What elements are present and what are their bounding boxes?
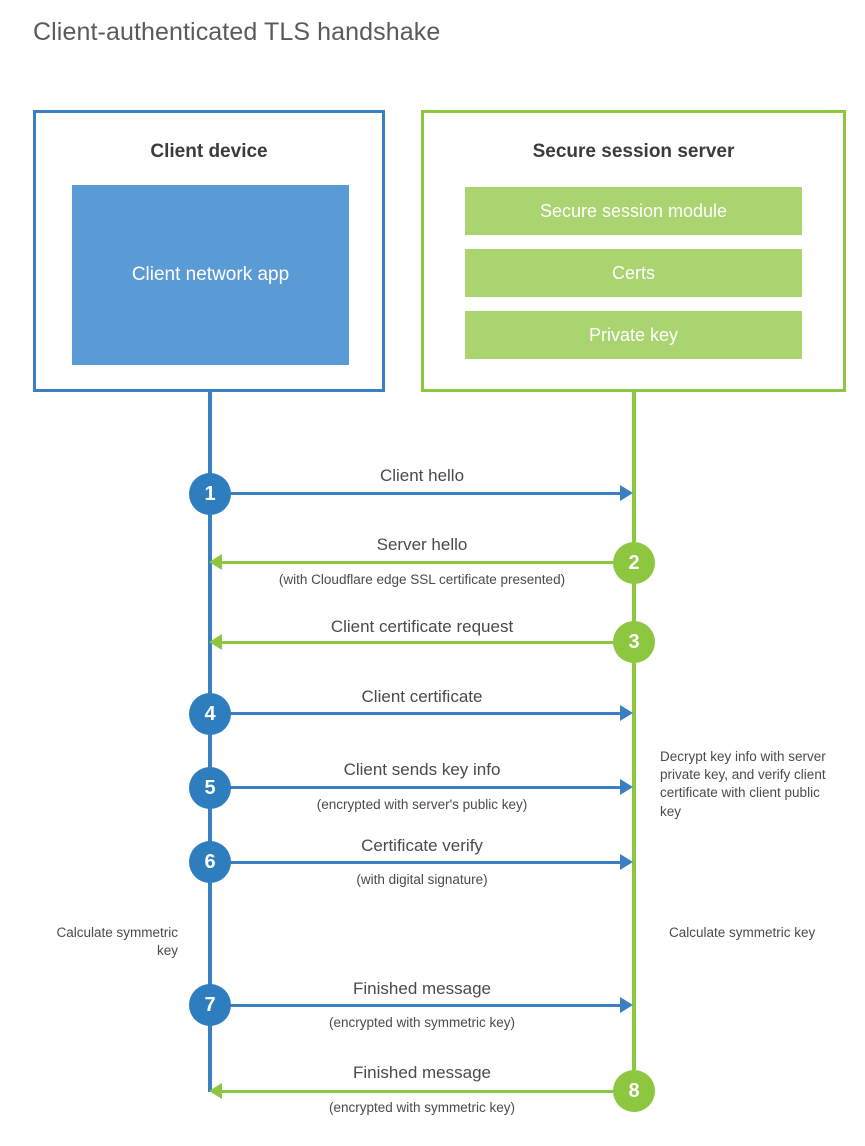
step-7-arrow-head xyxy=(620,997,633,1013)
step-5-arrow-head xyxy=(620,779,633,795)
server-decrypt-note: Decrypt key info with server private key… xyxy=(660,749,826,819)
step-3-label: Client certificate request xyxy=(330,617,514,636)
step-3-number-badge: 3 xyxy=(613,621,655,663)
step-5-arrow-line xyxy=(210,786,620,789)
secure-session-server-title: Secure session server xyxy=(532,141,735,162)
client-network-app-box: Client network app xyxy=(72,185,349,365)
step-6-label: Certificate verify xyxy=(361,836,483,855)
step-2-sublabel: (with Cloudflare edge SSL certificate pr… xyxy=(278,572,566,587)
step-3-arrow-head xyxy=(209,634,222,650)
step-6-arrow-line xyxy=(210,861,620,864)
step-8-arrow-head xyxy=(209,1083,222,1099)
step-7-arrow-line xyxy=(210,1004,620,1007)
step-7-sublabel: (encrypted with symmetric key) xyxy=(328,1015,516,1030)
step-5-label: Client sends key info xyxy=(343,760,501,779)
step-1-arrow-line xyxy=(210,492,620,495)
step-3-arrow-line xyxy=(222,641,634,644)
step-2-arrow-line xyxy=(222,561,634,564)
step-6-arrow-head xyxy=(620,854,633,870)
step-1-label: Client hello xyxy=(379,466,465,485)
step-4-number-badge: 4 xyxy=(189,693,231,735)
step-8-number-badge: 8 xyxy=(613,1070,655,1112)
step-5-number-badge: 5 xyxy=(189,767,231,809)
step-6-number-badge: 6 xyxy=(189,841,231,883)
step-2-arrow-head xyxy=(209,554,222,570)
server-lifeline xyxy=(632,392,636,1092)
step-8-label: Finished message xyxy=(353,1063,491,1082)
step-6-sublabel: (with digital signature) xyxy=(356,872,488,887)
step-8-sublabel: (encrypted with symmetric key) xyxy=(328,1100,516,1115)
server-component-certs: Certs xyxy=(465,249,802,297)
page-title: Client-authenticated TLS handshake xyxy=(33,18,441,46)
client-device-panel: Client device Client network app xyxy=(33,110,385,392)
server-component-secure-session-module: Secure session module xyxy=(465,187,802,235)
step-7-label: Finished message xyxy=(353,979,491,998)
server-calculate-symmetric-key-note: Calculate symmetric key xyxy=(669,925,816,940)
step-2-label: Server hello xyxy=(376,535,468,554)
server-component-private-key: Private key xyxy=(465,311,802,359)
client-lifeline xyxy=(208,392,212,1092)
step-7-number-badge: 7 xyxy=(189,984,231,1026)
client-calculate-symmetric-key-note: Calculate symmetric key xyxy=(56,925,178,959)
step-2-number-badge: 2 xyxy=(613,542,655,584)
step-1-arrow-head xyxy=(620,485,633,501)
step-1-number-badge: 1 xyxy=(189,473,231,515)
step-8-arrow-line xyxy=(222,1090,634,1093)
step-4-label: Client certificate xyxy=(361,687,483,706)
step-4-arrow-head xyxy=(620,705,633,721)
secure-session-server-panel: Secure session server Secure session mod… xyxy=(421,110,846,392)
step-5-sublabel: (encrypted with server's public key) xyxy=(316,797,528,812)
client-device-title: Client device xyxy=(150,141,268,162)
step-4-arrow-line xyxy=(210,712,620,715)
